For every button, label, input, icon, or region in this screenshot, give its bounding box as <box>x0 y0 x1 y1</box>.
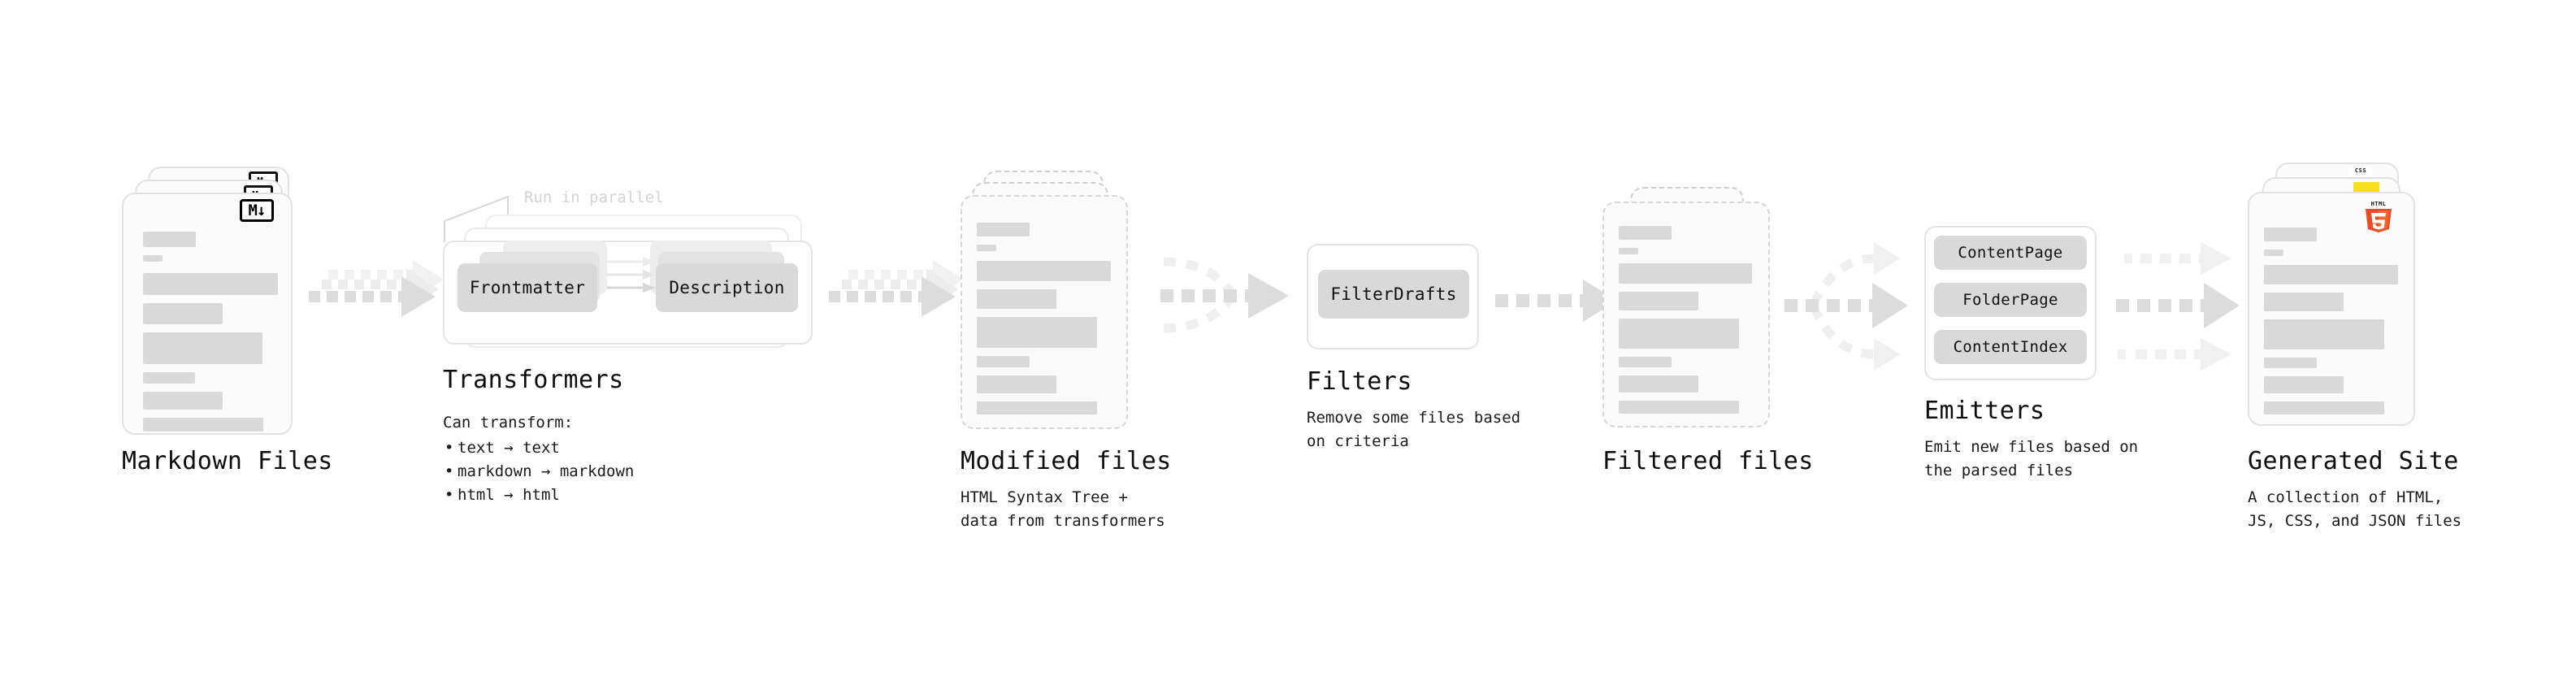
markdown-badge-icon: M↓ <box>240 199 274 222</box>
stage-title-transformers: Transformers <box>443 366 624 394</box>
emitter-label-folderpage: FolderPage <box>1962 291 2058 309</box>
stage-generated-site: CSS HTML <box>2248 163 2540 530</box>
stage-subtitle-filters: Remove some files based on criteria <box>1307 409 1521 450</box>
arrow-right-icon-1 <box>307 258 453 336</box>
run-in-parallel-label: Run in parallel <box>524 189 664 206</box>
transformers-lead: Can transform: <box>443 414 574 432</box>
transformer-pill-frontmatter[interactable]: Frontmatter <box>458 263 597 312</box>
arrow-right-icon-2 <box>827 258 974 336</box>
emitter-label-contentpage: ContentPage <box>1958 244 2063 262</box>
markdown-skeleton <box>143 232 278 440</box>
transformers-item-2: html → html <box>445 484 634 507</box>
run-in-parallel-bracket <box>444 195 509 242</box>
transformers-item-1: markdown → markdown <box>445 460 634 484</box>
arrow-right-icon-6 <box>2114 229 2261 375</box>
stage-transformers: Run in parallel <box>443 189 865 517</box>
emitter-pill-contentpage[interactable]: ContentPage <box>1934 236 2087 270</box>
generated-card-html <box>2248 192 2415 426</box>
stage-modified-files: Modified files HTML Syntax Tree + data f… <box>961 171 1221 530</box>
stage-subtitle-modified-files: HTML Syntax Tree + data from transformer… <box>961 488 1165 530</box>
markdown-card-front <box>122 193 293 435</box>
transformers-capability-list: Can transform: text → text markdown → ma… <box>443 411 634 507</box>
transformers-item-0: text → text <box>445 436 634 460</box>
stage-title-filters: Filters <box>1307 367 1412 396</box>
emitter-pill-folderpage[interactable]: FolderPage <box>1934 283 2087 317</box>
arrow-right-icon-5 <box>1785 229 1931 375</box>
stage-emitters: ContentPage FolderPage ContentIndex Emit… <box>1924 226 2217 494</box>
stage-subtitle-generated-site: A collection of HTML, JS, CSS, and JSON … <box>2248 488 2462 530</box>
stage-title-emitters: Emitters <box>1924 397 2045 425</box>
filter-pill-filterdrafts[interactable]: FilterDrafts <box>1318 270 1469 319</box>
arrow-right-icon-3 <box>1144 244 1299 349</box>
generated-skeleton <box>2264 228 2398 423</box>
html5-badge-icon: HTML <box>2363 198 2394 234</box>
transformer-label-frontmatter: Frontmatter <box>469 278 586 297</box>
generated-site-stack: CSS HTML <box>2248 163 2443 439</box>
filtered-card-front <box>1602 202 1770 427</box>
transformer-inner-arrows <box>607 257 656 293</box>
arrow-right-icon-4 <box>1494 278 1624 323</box>
svg-text:HTML: HTML <box>2371 201 2387 207</box>
stage-filters: FilterDrafts Filters Remove some files b… <box>1307 244 1583 496</box>
emitter-pill-contentindex[interactable]: ContentIndex <box>1934 330 2087 364</box>
stage-title-modified-files: Modified files <box>961 447 1172 475</box>
filtered-skeleton <box>1619 226 1752 422</box>
modified-skeleton <box>977 223 1111 423</box>
transformer-pill-description[interactable]: Description <box>656 263 798 312</box>
stage-filtered-files: Filtered files <box>1602 187 1846 496</box>
filter-label-filterdrafts: FilterDrafts <box>1330 284 1457 304</box>
stage-title-generated-site: Generated Site <box>2248 447 2459 475</box>
stage-title-filtered-files: Filtered files <box>1602 447 1814 475</box>
stage-markdown-files: M↓ M↓ M↓ Markdown Fi <box>122 167 382 475</box>
markdown-file-stack: M↓ M↓ M↓ <box>122 167 309 435</box>
transformer-label-description: Description <box>669 278 785 297</box>
stage-subtitle-emitters: Emit new files based on the parsed files <box>1924 438 2139 479</box>
emitter-label-contentindex: ContentIndex <box>1953 338 2068 356</box>
stage-title-markdown-files: Markdown Files <box>122 447 333 475</box>
filtered-file-stack <box>1602 187 1781 439</box>
modified-card-front <box>961 195 1128 429</box>
modified-file-stack <box>961 171 1139 439</box>
